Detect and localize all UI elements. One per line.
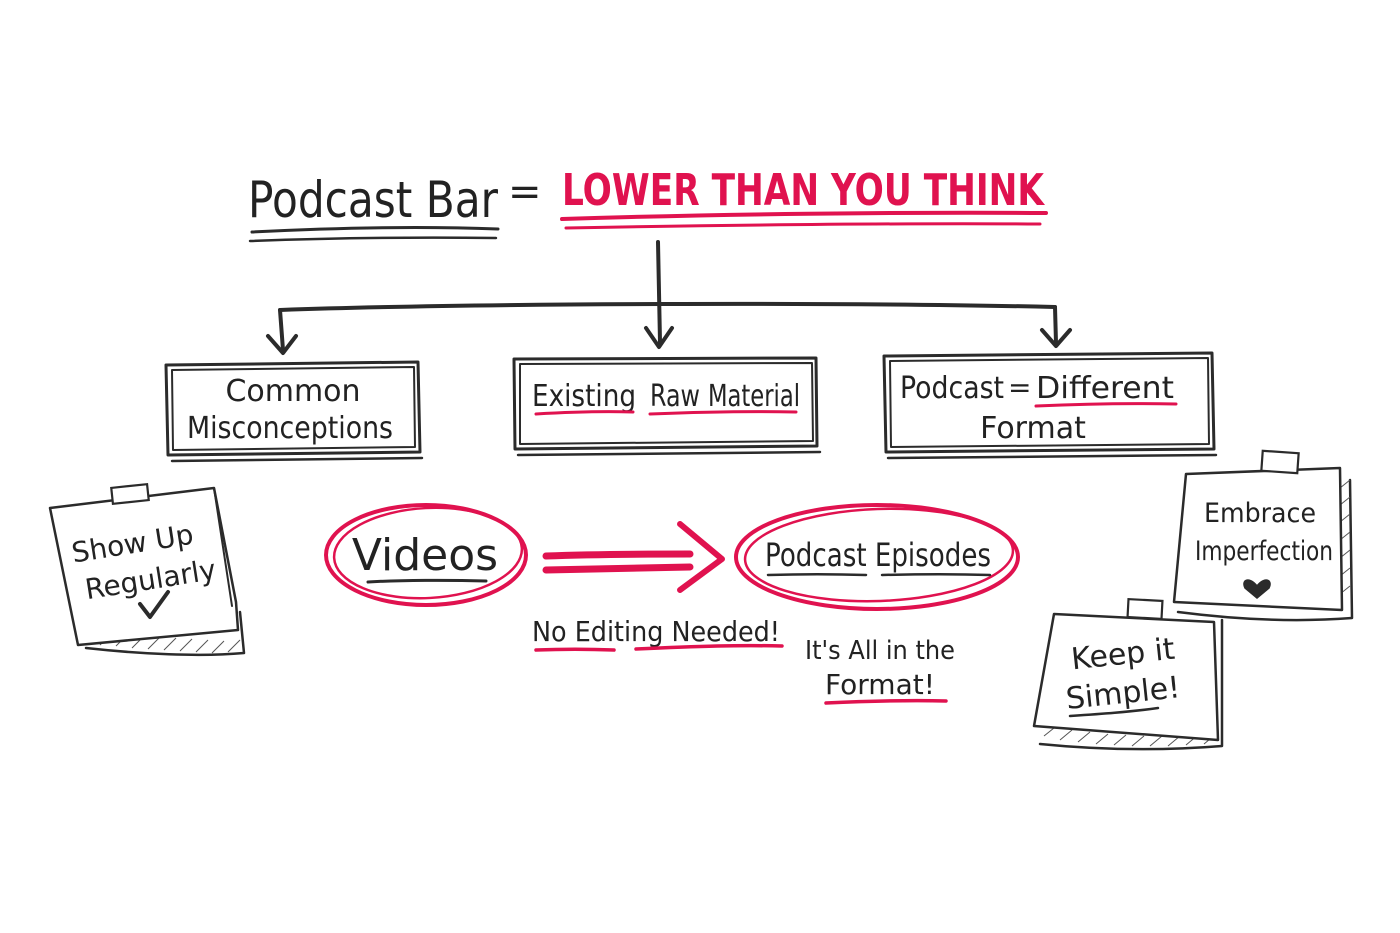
- no-editing-label: No Editing Needed!: [532, 615, 780, 648]
- note-tape: [1260, 449, 1300, 475]
- sticky-note-keep-simple: Keep it Simple!: [1032, 597, 1224, 751]
- box-outline-inner: [519, 362, 814, 445]
- episodes-circle: [734, 503, 1020, 611]
- right-branch-drop: [1053, 305, 1058, 345]
- sticky-note-show-up: Show Up Regularly: [48, 482, 246, 657]
- box-outline: [164, 360, 422, 457]
- raw-material-underline: [648, 410, 798, 416]
- no-editing-underline-2: [634, 643, 784, 651]
- episodes-circle-2: [743, 507, 1015, 603]
- box-right-word1: Podcast: [900, 371, 1004, 406]
- box-middle-word2: Raw: [650, 379, 700, 414]
- box-left-line1: Common: [225, 374, 360, 409]
- box-right-word2: Different: [1036, 371, 1174, 406]
- sticky-note-embrace: Embrace Imperfection: [1172, 449, 1354, 622]
- embrace-line2: Imperfection: [1195, 536, 1333, 567]
- title-left-text: Podcast Bar: [248, 171, 498, 229]
- box-shadow-line: [886, 453, 1218, 460]
- format-underline: [824, 698, 948, 705]
- right-arrowhead: [1040, 328, 1072, 348]
- flow-arrow-shaft-2: [542, 563, 694, 574]
- box-outline: [882, 351, 1216, 454]
- different-underline: [1034, 402, 1178, 408]
- box-outline-inner: [889, 357, 1210, 448]
- box-left-line2: Misconceptions: [187, 411, 393, 446]
- box-middle-word3: Material: [708, 379, 800, 414]
- videos-circle: [324, 503, 528, 607]
- box-podcast-different-format: Podcast = Different Format: [882, 351, 1218, 460]
- box-right-line2: Format: [980, 411, 1086, 446]
- videos-underline: [366, 578, 488, 584]
- flow-group: Videos Podcast Episodes No Editing Neede…: [324, 503, 1020, 705]
- title-left-underline-2: [248, 236, 498, 243]
- title-right-text: LOWER THAN YOU THINK: [562, 165, 1045, 216]
- box-outline-inner: [171, 366, 416, 451]
- left-arrowhead: [266, 334, 298, 355]
- all-in-format-line1: It's All in the: [805, 636, 955, 666]
- branch-line: [278, 301, 1057, 312]
- note-tape: [1126, 597, 1164, 621]
- tree-connectors: [266, 240, 1072, 355]
- note-hatch-shadow: [1176, 478, 1354, 622]
- title-left-underline: [250, 226, 500, 234]
- flow-arrow-shaft: [542, 550, 694, 560]
- heart-icon: [1243, 579, 1271, 599]
- box-middle-word1: Existing: [532, 379, 636, 414]
- trunk-line: [656, 240, 662, 344]
- note-hatch-shadow: [1038, 618, 1224, 751]
- box-right-equals: =: [1008, 371, 1031, 404]
- box-shadow-line: [170, 456, 424, 463]
- videos-circle-2: [332, 506, 524, 600]
- title-right-underline-2: [564, 222, 1042, 230]
- no-editing-underline-1: [534, 647, 616, 652]
- note-fold: [213, 487, 233, 607]
- existing-underline: [534, 410, 635, 416]
- videos-label: Videos: [352, 530, 498, 581]
- box-common-misconceptions: Common Misconceptions: [164, 360, 424, 463]
- left-branch-drop: [278, 308, 285, 352]
- all-in-format-line2: Format!: [825, 668, 935, 701]
- episodes-underline-1: [766, 573, 868, 577]
- box-outline: [512, 356, 819, 451]
- box-existing-raw-material: Existing Raw Material: [512, 356, 822, 457]
- box-shadow-line: [516, 450, 822, 457]
- title-equals-sign: =: [508, 169, 542, 215]
- episodes-label: Podcast Episodes: [765, 536, 991, 574]
- flow-arrow-head: [677, 521, 725, 593]
- embrace-line1: Embrace: [1204, 498, 1316, 529]
- note-tape: [110, 482, 150, 506]
- simple-underline: [1068, 706, 1160, 718]
- title-right-underline: [560, 210, 1048, 221]
- trunk-arrowhead: [644, 326, 674, 349]
- episodes-underline-2: [880, 573, 992, 577]
- title-group: Podcast Bar = LOWER THAN YOU THINK: [248, 165, 1048, 243]
- note-paper: [48, 486, 240, 647]
- checkmark-icon: [138, 590, 170, 619]
